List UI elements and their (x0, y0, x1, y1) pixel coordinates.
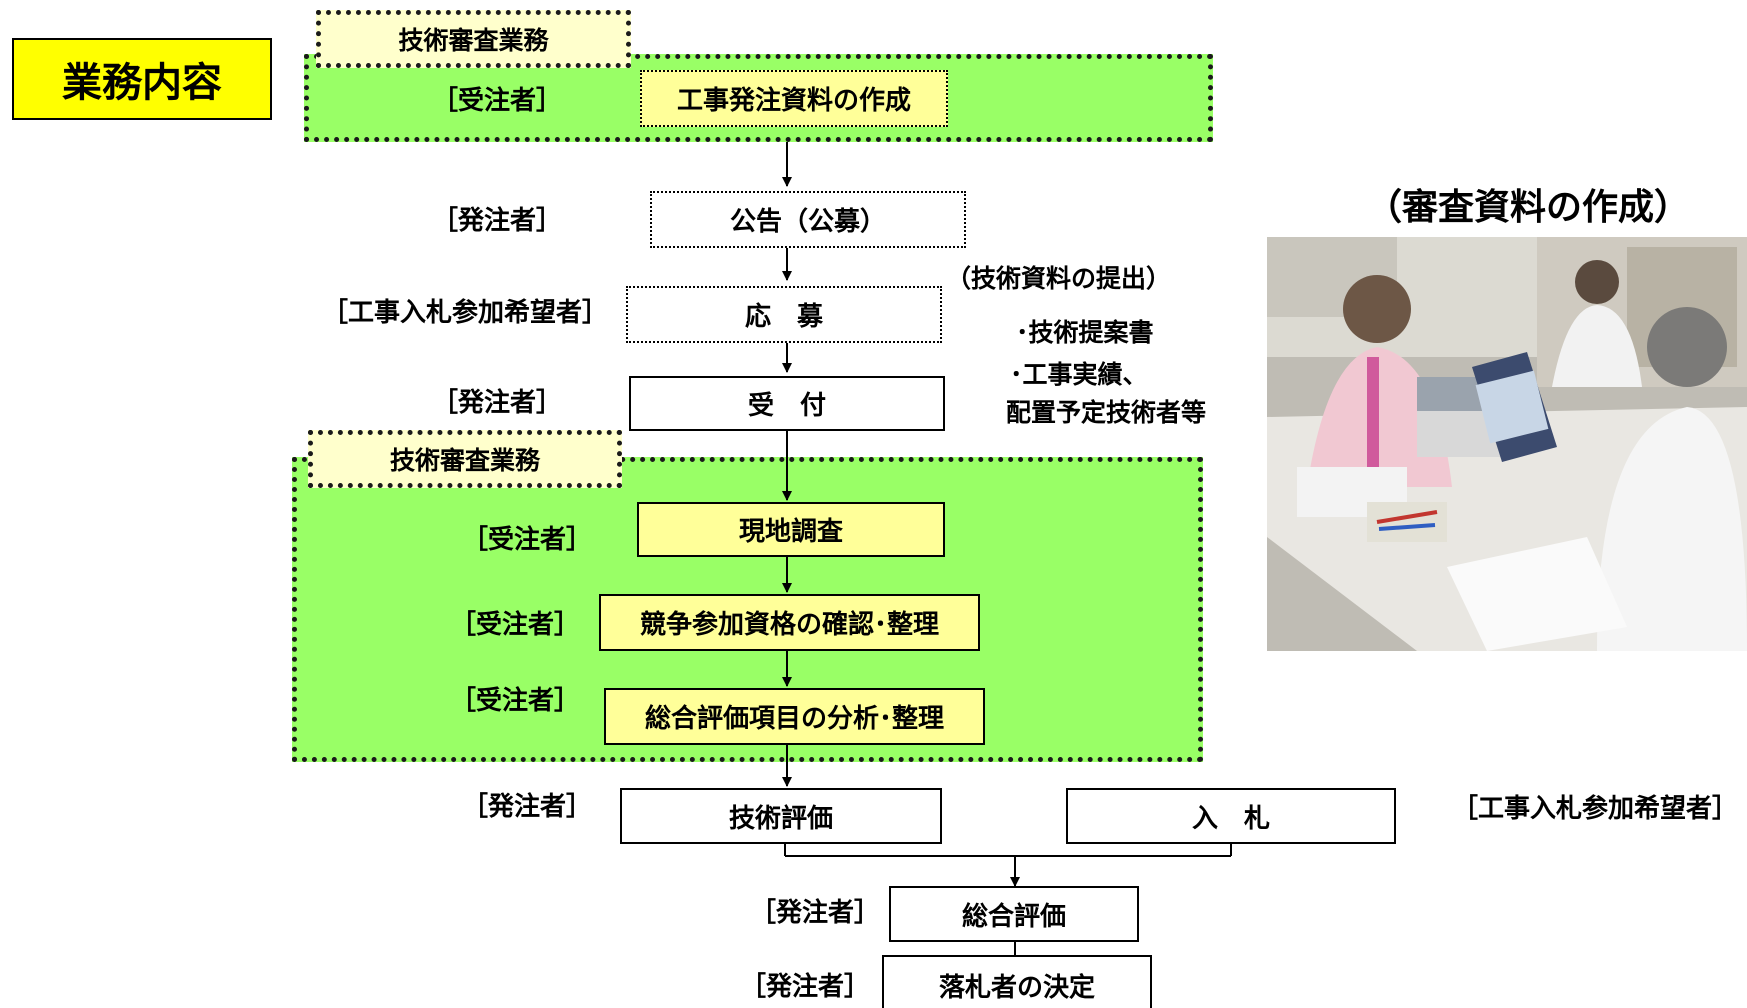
submission-heading: （技術資料の提出） (946, 264, 1172, 293)
node-winner: 落札者の決定 (882, 955, 1152, 1008)
role-winner: ［発注者］ (740, 972, 871, 1002)
tech-review-tag-1: 技術審査業務 (316, 10, 631, 68)
photo-caption: （審査資料の作成） (1366, 187, 1691, 228)
node-overall-evaluation: 総合評価 (889, 886, 1139, 942)
role-reception: ［発注者］ (432, 388, 563, 418)
review-work-photo (1267, 237, 1747, 651)
role-application: ［工事入札参加希望者］ (322, 298, 609, 328)
role-announcement: ［発注者］ (432, 206, 563, 236)
node-bidding: 入 札 (1066, 788, 1396, 844)
submission-item-1: ･技術提案書 (1016, 318, 1154, 347)
role-qualification: ［受注者］ (450, 610, 581, 640)
node-qualification: 競争参加資格の確認･整理 (599, 594, 980, 651)
submission-item-3: 配置予定技術者等 (1006, 398, 1207, 427)
role-evaluation-items: ［受注者］ (450, 686, 581, 716)
node-announcement: 公告（公募） (650, 191, 966, 248)
submission-item-2: ･工事実績、 (1010, 360, 1148, 389)
role-tech-evaluation: ［発注者］ (462, 792, 593, 822)
role-bidding: ［工事入札参加希望者］ (1452, 794, 1739, 824)
node-site-survey: 現地調査 (637, 502, 945, 557)
node-evaluation-items: 総合評価項目の分析･整理 (604, 688, 985, 745)
node-create-materials: 工事発注資料の作成 (640, 70, 948, 127)
legend-title: 業務内容 (12, 38, 272, 120)
role-create-materials: ［受注者］ (432, 86, 563, 116)
tech-review-tag-2: 技術審査業務 (308, 430, 622, 488)
role-overall-evaluation: ［発注者］ (750, 898, 881, 928)
node-application: 応 募 (626, 286, 942, 343)
role-site-survey: ［受注者］ (462, 525, 593, 555)
node-tech-evaluation: 技術評価 (620, 788, 942, 844)
node-reception: 受 付 (629, 376, 945, 431)
